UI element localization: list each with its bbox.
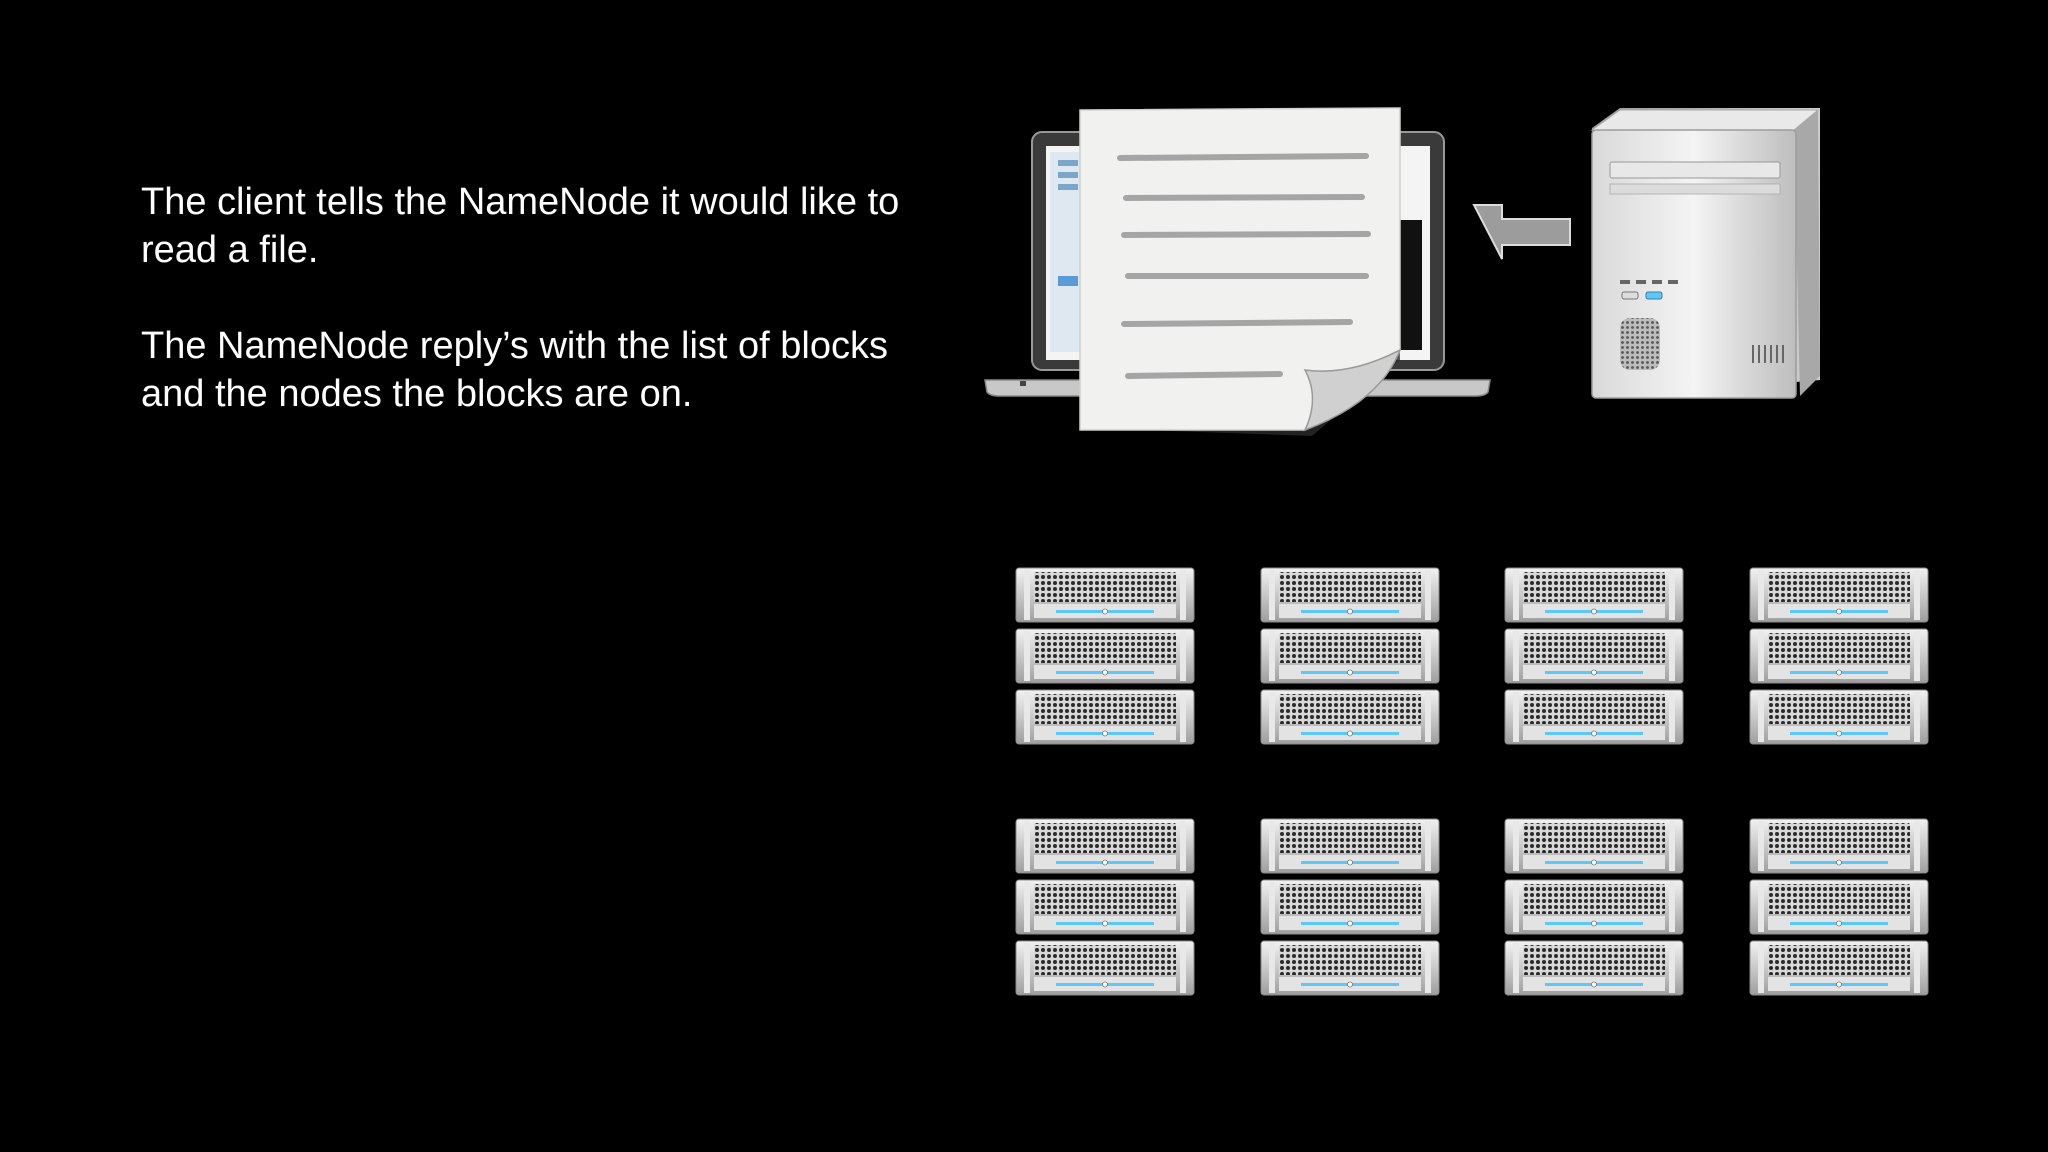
rack-server-icon: [1015, 818, 1195, 996]
rack-server-icon: [1749, 818, 1929, 996]
rack-server-icon: [1749, 567, 1929, 745]
datanode-rack-grid: [1015, 567, 1929, 996]
arrow-left-icon: [1472, 204, 1571, 260]
rack-server-icon: [1260, 818, 1440, 996]
slide-text: The client tells the NameNode it would l…: [141, 178, 901, 466]
paragraph-request: The client tells the NameNode it would l…: [141, 181, 900, 271]
paragraph-reply: The NameNode reply’s with the list of bl…: [141, 325, 888, 415]
rack-server-icon: [1015, 567, 1195, 745]
tower-server-icon: [1590, 108, 1820, 399]
rack-server-icon: [1504, 818, 1684, 996]
rack-server-icon: [1504, 567, 1684, 745]
document-icon: [1079, 107, 1402, 436]
rack-server-icon: [1260, 567, 1440, 745]
